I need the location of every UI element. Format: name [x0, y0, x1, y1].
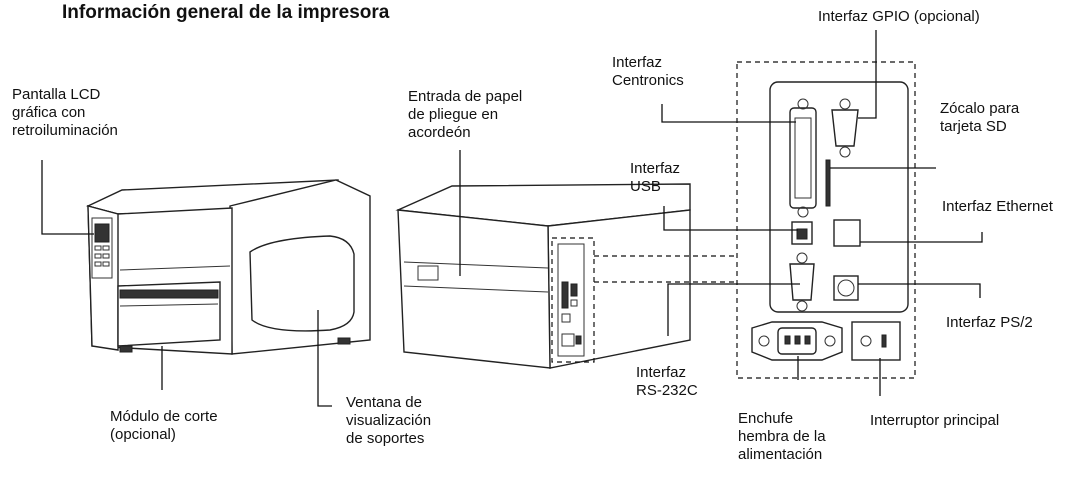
usb-label: Interfaz USB — [630, 160, 681, 195]
gpio-label: Interfaz GPIO (opcional) — [818, 8, 980, 25]
cutter-label: Módulo de corte (opcional) — [110, 408, 218, 443]
fanfold-label: Entrada de papel de pliegue en acordeón — [408, 88, 523, 141]
rear-printer-drawing — [395, 183, 691, 369]
power-socket-label: Enchufe hembra de la alimentación — [738, 410, 826, 463]
rear-panel-callout-box — [551, 237, 595, 363]
connector-panel-detail — [751, 81, 909, 361]
centronics-label: Interfaz Centronics — [612, 54, 684, 89]
rs232-label: Interfaz RS-232C — [636, 364, 698, 399]
window-label: Ventana de visualización de soportes — [346, 394, 432, 447]
leader-lines — [41, 30, 983, 407]
page-title: Información general de la impresora — [62, 2, 390, 23]
sd-label: Zócalo para tarjeta SD — [940, 100, 1020, 135]
detail-callout-box — [736, 61, 916, 379]
ethernet-label: Interfaz Ethernet — [942, 198, 1053, 215]
ps2-label: Interfaz PS/2 — [946, 314, 1033, 331]
lcd-label: Pantalla LCD gráfica con retroiluminació… — [12, 86, 118, 139]
front-printer-drawing — [85, 179, 371, 355]
switch-label: Interruptor principal — [870, 412, 1000, 429]
